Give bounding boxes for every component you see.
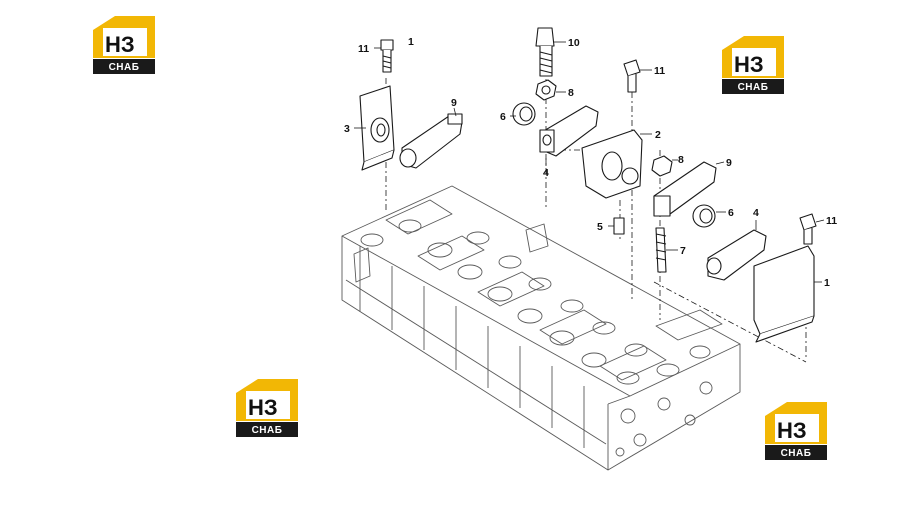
callout-11-right: 11 [826,215,837,227]
callout-9-right: 9 [726,157,732,169]
callout-11-left: 11 [358,43,369,55]
callout-8-right: 8 [678,154,684,166]
callout-11-center: 11 [654,65,665,77]
callout-7: 7 [680,245,686,257]
callout-6-left: 6 [500,111,506,123]
callout-2: 2 [655,129,661,141]
callout-6-right: 6 [728,207,734,219]
right-rocker-assembly [706,213,817,343]
callout-4-center: 4 [543,167,549,179]
watermark-logo: НЗ СНАБ [765,402,827,460]
watermark-caption: СНАБ [738,82,769,93]
callout-8-center: 8 [568,87,574,99]
callout-labels: 11 1 3 9 10 8 6 4 2 11 8 9 5 6 7 4 11 1 [344,36,837,289]
center-rocker-assembly [512,27,717,273]
callout-1-right: 1 [824,277,830,289]
callout-3: 3 [344,123,350,135]
left-rocker-assembly [359,39,463,171]
watermark-monogram: НЗ [248,395,278,420]
callout-1-left: 1 [408,36,414,48]
leader-lines [354,41,825,283]
watermark-caption: СНАБ [781,448,812,459]
callout-10: 10 [568,37,580,49]
callout-9-left: 9 [451,97,457,109]
callout-4-right: 4 [753,207,759,219]
watermark-logo: НЗ СНАБ [236,379,298,437]
watermark-monogram: НЗ [105,32,135,57]
watermark-caption: СНАБ [252,425,283,436]
watermark-monogram: НЗ [777,418,807,443]
watermark-logo: НЗ СНАБ [722,36,784,94]
callout-5: 5 [597,221,603,233]
cylinder-head-block [341,185,741,471]
watermark-caption: СНАБ [109,62,140,73]
watermark-monogram: НЗ [734,52,764,77]
watermark-logo: НЗ СНАБ [93,16,155,74]
